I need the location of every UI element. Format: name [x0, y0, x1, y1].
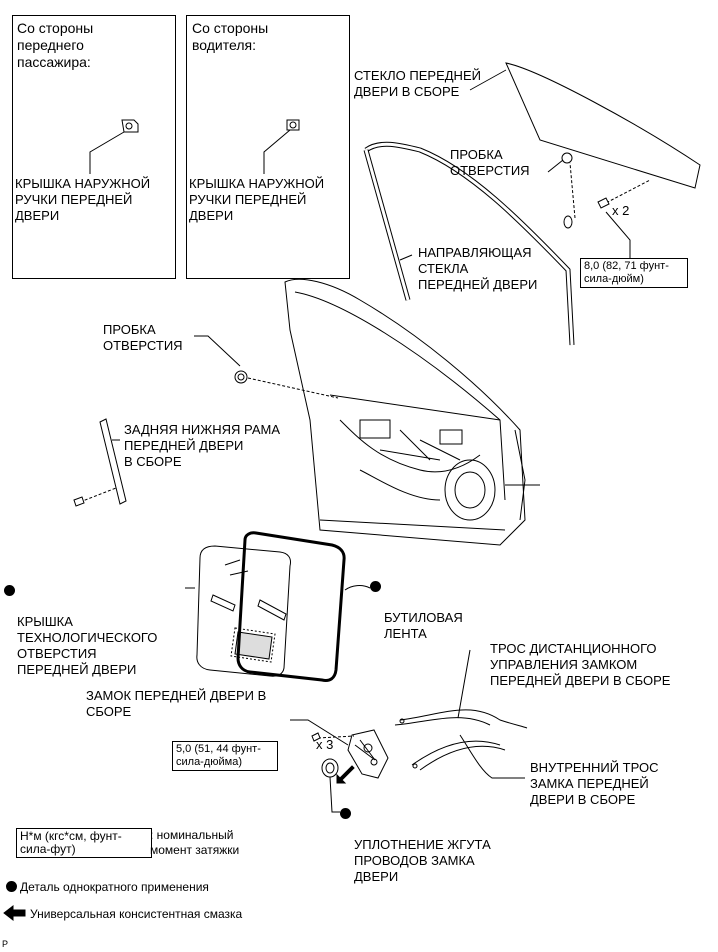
door-glass-shape — [469, 62, 701, 258]
remote-cable-label: ТРОС ДИСТАНЦИОННОГО УПРАВЛЕНИЯ ЗАМКОМ ПЕ… — [490, 641, 671, 688]
inset-driver-header: Со стороны водителя: — [192, 20, 269, 53]
inset-passenger-part-label: КРЫШКА НАРУЖНОЙ РУЧКИ ПЕРЕДНЕЙ ДВЕРИ — [15, 176, 151, 223]
service-hole-cover-shape — [185, 545, 291, 677]
butyl-tape-shape — [236, 531, 371, 682]
service-cover-text: КРЫШКА ТЕХНОЛОГИЧЕСКОГО ОТВЕРСТИЯ ПЕРЕДН… — [17, 614, 158, 677]
glass-run-channel-shape — [363, 141, 575, 346]
service-cover-label: КРЫШКА ТЕХНОЛОГИЧЕСКОГО ОТВЕРСТИЯ ПЕРЕДН… — [4, 582, 157, 694]
grommet-text: УПЛОТНЕНИЕ ЖГУТА ПРОВОДОВ ЗАМКА ДВЕРИ — [354, 837, 491, 884]
butyl-tape-text: БУТИЛОВАЯ ЛЕНТА — [384, 610, 463, 641]
butyl-tape-label: БУТИЛОВАЯ ЛЕНТА — [370, 578, 463, 658]
inset-passenger-header: Со стороны переднего пассажира: — [17, 20, 94, 70]
inset-driver-part-label: КРЫШКА НАРУЖНОЙ РУЧКИ ПЕРЕДНЕЙ ДВЕРИ — [189, 176, 325, 223]
handle-cover-passenger-icon — [89, 119, 139, 174]
legend-non-reusable-text: Деталь однократного применения — [20, 880, 209, 894]
lock-cables-shape — [394, 649, 528, 779]
corner-mark: P — [2, 939, 9, 949]
legend-torque-box: Н*м (кгс*см, фунт- сила-фут) — [16, 828, 152, 858]
door-lock-shape — [290, 719, 389, 779]
lock-bolt-qty: x 3 — [316, 737, 334, 752]
legend-torque-desc: : номинальный момент затяжки — [150, 828, 240, 857]
non-reusable-legend-icon — [6, 881, 17, 892]
hole-plug-lower-label: ПРОБКА ОТВЕРСТИЯ — [103, 322, 183, 353]
non-reusable-mark-icon — [4, 585, 15, 596]
non-reusable-mark-icon — [370, 581, 381, 592]
hole-plug-upper-label: ПРОБКА ОТВЕРСТИЯ — [450, 147, 530, 178]
handle-cover-driver-icon — [263, 119, 300, 174]
glass-bolt-qty: x 2 — [612, 203, 630, 218]
grommet-label: УПЛОТНЕНИЕ ЖГУТА ПРОВОДОВ ЗАМКА ДВЕРИ — [340, 805, 491, 901]
legend-non-reusable: Деталь однократного применения — [6, 868, 209, 894]
door-shell-shape — [284, 278, 540, 546]
inside-cable-label: ВНУТРЕННИЙ ТРОС ЗАМКА ПЕРЕДНЕЙ ДВЕРИ В С… — [530, 760, 659, 807]
inset-passenger-side — [12, 15, 176, 279]
wire-harness-grommet-icon — [321, 758, 340, 813]
grease-arrow-icon — [336, 765, 355, 784]
torque-glass-box: 8,0 (82, 71 фунт- сила-дюйм) — [580, 258, 688, 288]
torque-lock-box: 5,0 (51, 44 фунт- сила-дюйма) — [172, 741, 278, 771]
glass-label: СТЕКЛО ПЕРЕДНЕЙ ДВЕРИ В СБОРЕ — [354, 68, 481, 99]
legend-grease-arrow-icon — [3, 904, 26, 922]
rear-lower-frame-shape — [73, 418, 127, 507]
rear-frame-label: ЗАДНЯЯ НИЖНЯЯ РАМА ПЕРЕДНЕЙ ДВЕРИ В СБОР… — [124, 422, 281, 469]
non-reusable-mark-icon — [340, 808, 351, 819]
door-lock-label: ЗАМОК ПЕРЕДНЕЙ ДВЕРИ В СБОРЕ — [86, 688, 267, 719]
hole-plug-lower-icon — [194, 335, 339, 399]
inset-driver-side — [186, 15, 350, 279]
legend-grease: Универсальная консистентная смазка — [30, 907, 243, 921]
run-channel-label: НАПРАВЛЯЮЩАЯ СТЕКЛА ПЕРЕДНЕЙ ДВЕРИ — [418, 245, 538, 292]
